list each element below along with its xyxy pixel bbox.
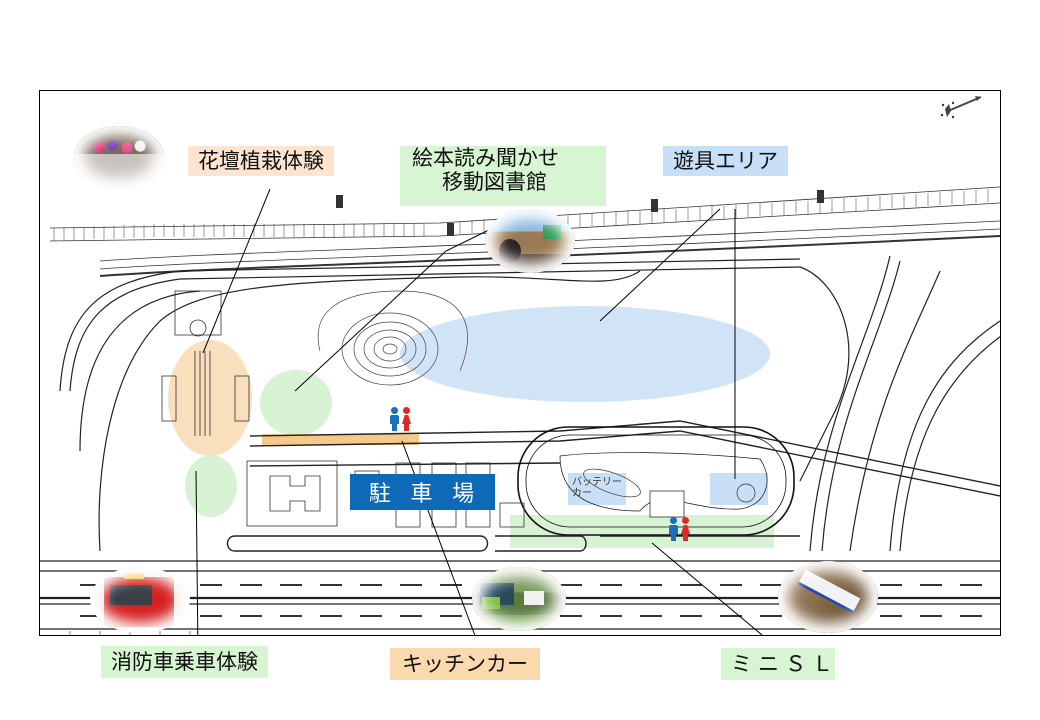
mini-sl-label: ミニＳＬ bbox=[721, 648, 835, 681]
mini-sl-strip bbox=[510, 515, 774, 548]
flower-leader bbox=[202, 188, 271, 354]
parking-char: 駐 bbox=[368, 482, 393, 507]
battery-car-label: バッテリー カー bbox=[572, 477, 622, 499]
kitchen-car-strip bbox=[262, 434, 419, 445]
mini-sl-photo bbox=[778, 561, 878, 633]
parking-char: 場 bbox=[452, 482, 477, 507]
flower-bed-photo bbox=[74, 126, 164, 188]
fire-truck-label: 消防車乗車体験 bbox=[101, 646, 268, 679]
book-leader bbox=[294, 226, 496, 392]
kitchen-car-photo bbox=[472, 567, 566, 631]
playground-zone bbox=[400, 306, 770, 402]
flower-planting-label: 花壇植栽体験 bbox=[188, 146, 334, 177]
picture-book-zone bbox=[260, 370, 332, 436]
mini-sl-leader bbox=[651, 542, 763, 635]
fire-truck-photo bbox=[90, 567, 190, 633]
kitchen-car-leader bbox=[401, 440, 476, 635]
picture-book-line1: 絵本読み聞かせ bbox=[412, 146, 559, 170]
fire-truck-leader bbox=[195, 470, 199, 635]
parking-sign: 駐 車 場 bbox=[350, 474, 495, 510]
fire-truck-zone bbox=[185, 455, 237, 517]
north-arrow-icon bbox=[940, 96, 982, 119]
site-plan-drawing bbox=[40, 96, 1000, 635]
playground-leader-1 bbox=[599, 208, 721, 322]
kitchen-car-label: キッチンカー bbox=[390, 648, 540, 681]
picture-book-line2: 移動図書館 bbox=[442, 170, 547, 195]
parking-char: 車 bbox=[410, 482, 435, 507]
restroom-icon bbox=[669, 517, 690, 541]
playground-sub-zone bbox=[710, 473, 768, 505]
battery-car-zone bbox=[568, 473, 626, 505]
picture-book-photo bbox=[485, 209, 575, 273]
restroom-icon bbox=[390, 407, 411, 431]
picture-book-label: 絵本読み聞かせ 移動図書館 bbox=[400, 146, 606, 206]
playground-label: 遊具エリア bbox=[663, 146, 788, 177]
